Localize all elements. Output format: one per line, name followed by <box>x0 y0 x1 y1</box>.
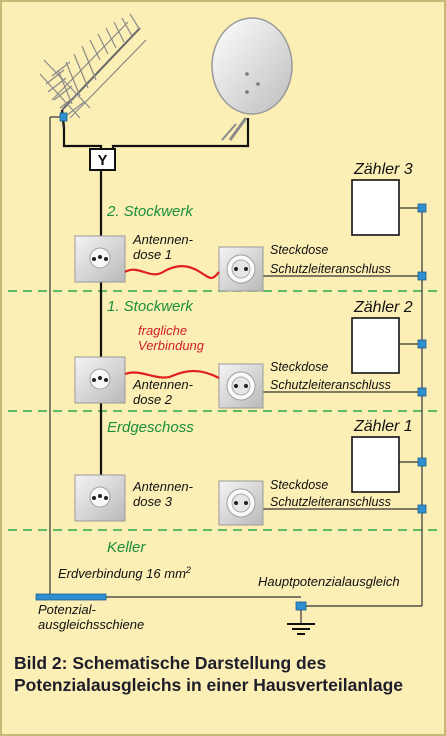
bonding-connectors <box>59 112 427 611</box>
figure-caption: Bild 2: Schematische Darstellung des Pot… <box>14 653 404 695</box>
pe-label-1: Schutzleiteranschluss <box>270 262 391 276</box>
floor-label-2: 2. Stockwerk <box>106 203 194 220</box>
antenna-socket-3-line1: Antennen- <box>132 479 194 494</box>
meter-label-3: Zähler 3 <box>353 161 413 178</box>
antenna-socket-2-line2: dose 2 <box>133 392 173 407</box>
floor-label-1: 1. Stockwerk <box>107 298 194 315</box>
antenna-socket-3-line2: dose 3 <box>133 494 173 509</box>
power-outlet-3 <box>218 480 264 526</box>
outlet-label-1: Steckdose <box>270 243 328 257</box>
meter-box-2 <box>351 317 400 374</box>
floor-label-basement: Keller <box>107 539 146 556</box>
earth-connection-label: Erdverbindung 16 mm2 <box>58 565 191 581</box>
satellite-dish-icon <box>211 17 293 141</box>
questionable-link-2 <box>124 369 220 379</box>
earth-connection-text: Erdverbindung 16 mm <box>58 566 186 581</box>
questionable-link-1 <box>124 264 220 280</box>
splitter-box: Y <box>89 148 116 171</box>
busbar-label-line2: ausgleichsschiene <box>38 617 144 632</box>
outlet-label-2: Steckdose <box>270 360 328 374</box>
power-outlet-2 <box>218 363 264 409</box>
meter-label-2: Zähler 2 <box>353 299 413 316</box>
ground-symbol-icon <box>287 623 315 635</box>
main-bonding-label: Hauptpotenzialausgleich <box>258 574 400 589</box>
questionable-label-line1: fragliche <box>138 323 187 338</box>
antenna-socket-1 <box>74 235 126 283</box>
busbar-label-line1: Potenzial- <box>38 602 96 617</box>
pe-label-2: Schutzleiteranschluss <box>270 378 391 392</box>
meter-boxes <box>351 179 400 493</box>
yagi-antenna-icon <box>39 13 147 129</box>
antenna-socket-3 <box>74 474 126 522</box>
outlet-label-3: Steckdose <box>270 478 328 492</box>
floor-label-ground: Erdgeschoss <box>107 419 194 436</box>
antenna-socket-1-line1: Antennen- <box>132 232 194 247</box>
power-outlet-1 <box>218 246 264 292</box>
meter-box-3 <box>351 179 400 236</box>
antenna-socket-2-line1: Antennen- <box>132 377 194 392</box>
meter-label-1: Zähler 1 <box>353 418 413 435</box>
antenna-socket-1-line2: dose 1 <box>133 247 172 262</box>
antenna-socket-2 <box>74 356 126 404</box>
questionable-label-line2: Verbindung <box>138 338 205 353</box>
meter-box-1 <box>351 436 400 493</box>
splitter-symbol: Y <box>97 152 107 169</box>
earth-connection-superscript: 2 <box>185 565 191 575</box>
potential-busbar <box>35 593 107 601</box>
pe-label-3: Schutzleiteranschluss <box>270 495 391 509</box>
